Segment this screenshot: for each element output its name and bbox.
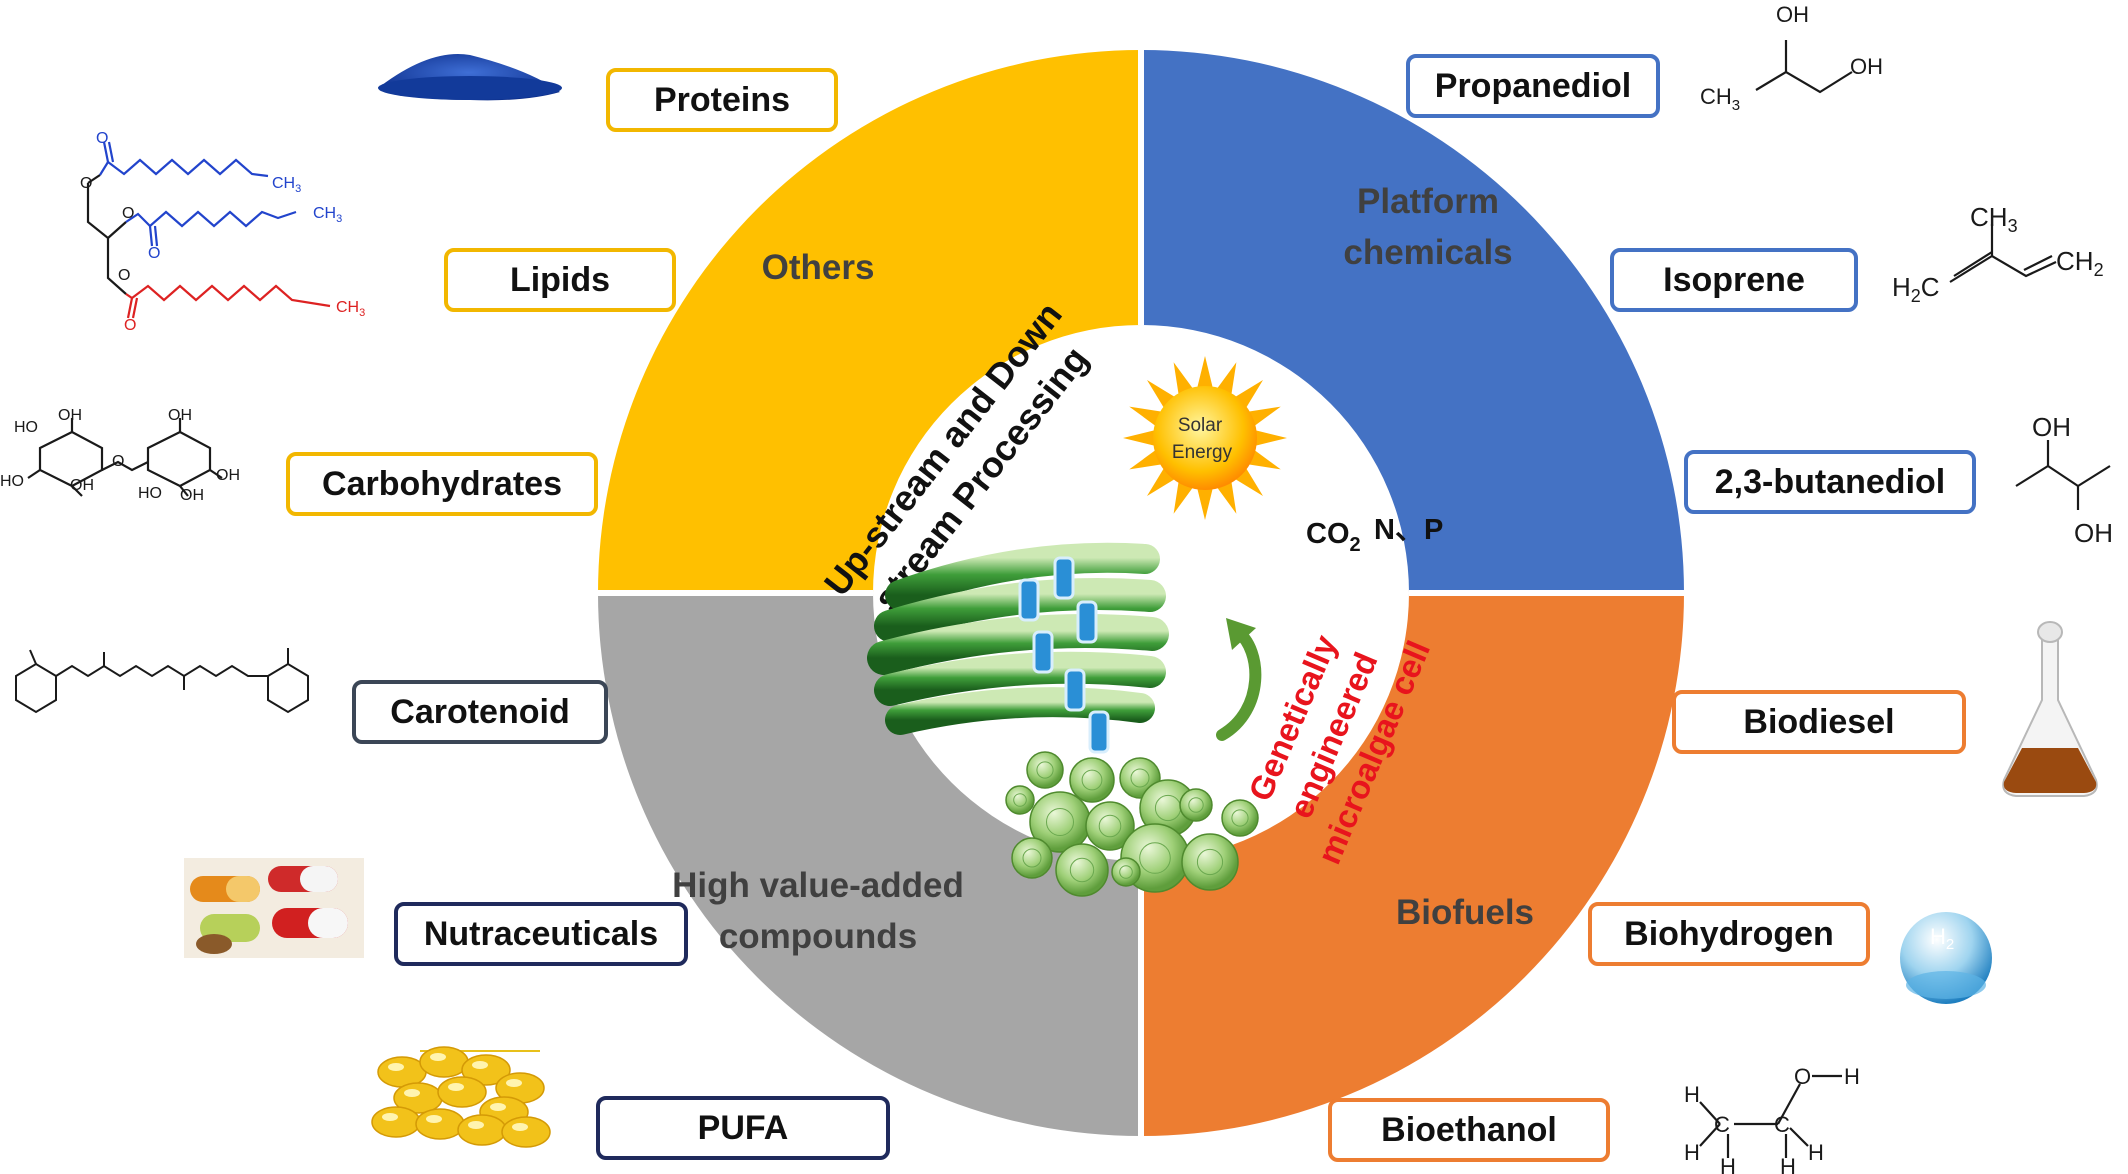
pufa-label: PUFA (596, 1096, 890, 1160)
biofuels-label: Biofuels (1396, 893, 1534, 932)
propanediol-label: Propanediol (1406, 54, 1660, 118)
ethanol-structure (1699, 1074, 1842, 1158)
ch2-label: CH2 (2056, 246, 2104, 280)
butanediol-label: 2,3-butanediol (1684, 450, 1976, 514)
sun-text-line2: Energy (1172, 442, 1233, 463)
h2-text: H2 (1930, 924, 1954, 953)
ch3-label: CH3 (336, 299, 365, 319)
carbohydrates-label: Carbohydrates (286, 452, 598, 516)
glycosidic-o: O (112, 453, 124, 470)
biohydrogen-label: Biohydrogen (1588, 902, 1870, 966)
oil-flask-icon (2002, 621, 2098, 797)
butanediol-structure (2015, 440, 2111, 510)
co2-label: CO2 (1306, 518, 1361, 556)
ch3-label: CH3 (1700, 84, 1740, 114)
bioethanol-label: Bioethanol (1328, 1098, 1610, 1162)
ch3-label: CH3 (272, 175, 301, 195)
ester-o: O (96, 130, 108, 147)
ester-o: O (148, 245, 160, 262)
triglyceride-structure (86, 141, 331, 319)
proteins-label: Proteins (606, 68, 838, 132)
lipids-label: Lipids (444, 248, 676, 312)
h2c-label: H2C (1892, 272, 1940, 306)
hydrogen-label: H (1844, 1064, 1860, 1089)
carbon-label: C (1714, 1112, 1730, 1137)
hydrogen-label: H (1780, 1154, 1796, 1174)
ch3-label: CH3 (1970, 202, 2018, 236)
oh-label: OH (2074, 518, 2113, 548)
softgel-capsules-icon (371, 1046, 551, 1148)
ester-o: O (124, 317, 136, 334)
oh-label: OH (168, 407, 192, 424)
isoprene-structure (1949, 224, 2057, 283)
platform-label-line1: Platform (1357, 182, 1499, 221)
oh-label: OH (70, 477, 94, 494)
ho-label: HO (0, 473, 24, 490)
oh-label: OH (1776, 2, 1809, 27)
nutraceuticals-label: Nutraceuticals (394, 902, 688, 966)
ho-label: HO (138, 485, 162, 502)
hydrogen-label: H (1720, 1154, 1736, 1174)
microalgae-cells-icon (1005, 751, 1259, 897)
ester-o: O (80, 175, 92, 192)
cycle-arrow-icon (1216, 618, 1262, 741)
biofuels-segment (1141, 593, 1684, 1136)
biodiesel-label: Biodiesel (1672, 690, 1966, 754)
high-value-segment (598, 593, 1141, 1136)
hydrogen-label: H (1684, 1140, 1700, 1165)
ho-label: HO (14, 419, 38, 436)
carbon-label: C (1774, 1112, 1790, 1137)
isoprene-label: Isoprene (1610, 248, 1858, 312)
high-value-label-line1: High value-added (672, 866, 964, 905)
hydrogen-label: H (1684, 1082, 1700, 1107)
disaccharide-structure (27, 418, 223, 497)
oh-label: OH (58, 407, 82, 424)
hydrogen-label: H (1808, 1140, 1824, 1165)
ester-o: O (118, 267, 130, 284)
oh-label: OH (180, 487, 204, 504)
sun-text-line1: Solar (1178, 415, 1223, 436)
hydrogen-sphere-icon: H2 (1900, 912, 1992, 1004)
sun-icon: Solar Energy (1123, 356, 1287, 520)
carotenoid-structure (15, 648, 309, 714)
protein-powder-icon (378, 53, 562, 101)
pills-icon (184, 858, 364, 958)
others-label: Others (762, 248, 875, 287)
photobioreactor-icon (867, 542, 1169, 754)
high-value-label-line2: compounds (719, 917, 917, 956)
ester-o: O (122, 205, 134, 222)
others-segment (598, 50, 1141, 593)
oh-label: OH (216, 467, 240, 484)
platform-label-line2: chemicals (1343, 233, 1512, 272)
platform-chemicals-segment (1141, 50, 1684, 593)
oh-label: OH (1850, 54, 1883, 79)
propanediol-structure (1755, 40, 1853, 94)
oxygen-label: O (1794, 1064, 1811, 1089)
nutrients-label: N、P (1374, 514, 1443, 546)
carotenoid-label: Carotenoid (352, 680, 608, 744)
ch3-label: CH3 (313, 205, 342, 225)
oh-label: OH (2032, 412, 2071, 442)
